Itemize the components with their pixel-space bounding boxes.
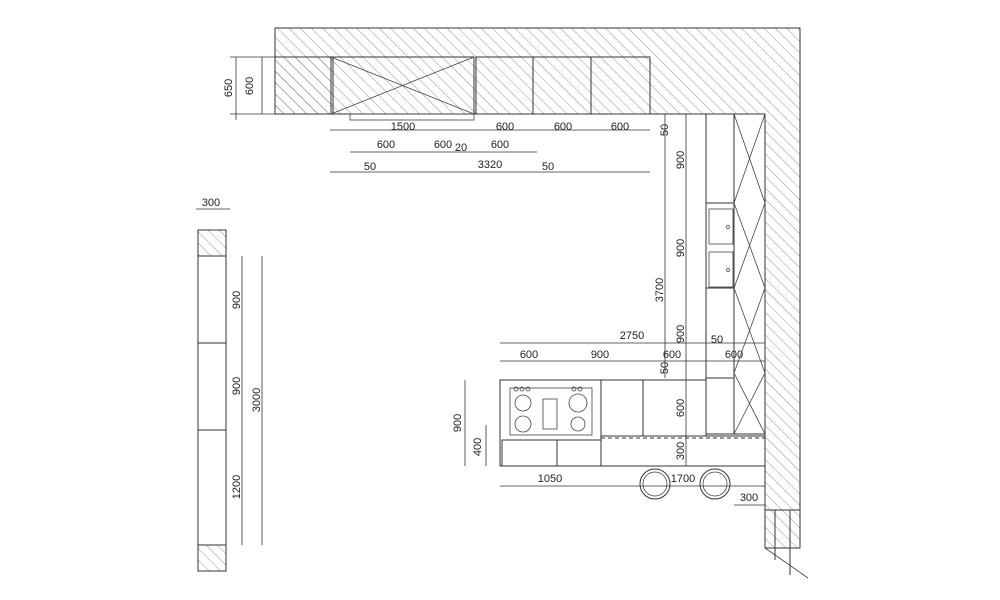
sink-drain-1 <box>726 225 730 229</box>
dim-3320: 3320 <box>478 159 502 171</box>
dim-isl-h-900: 900 <box>452 414 464 432</box>
dim-side-3000: 3000 <box>251 388 263 412</box>
dim-isl-900: 900 <box>591 349 609 361</box>
right-base-cabinets <box>705 113 735 435</box>
dim-row2-600-b: 600 <box>434 139 452 151</box>
dim-isl-1050: 1050 <box>538 473 562 485</box>
right-col-x3b <box>733 287 766 374</box>
dim-r-600: 600 <box>675 399 687 417</box>
bar-stool-2 <box>699 468 731 500</box>
dim-side-900-b: 900 <box>231 377 243 395</box>
dim-row2-600-c: 600 <box>491 139 509 151</box>
dim-1500: 1500 <box>391 121 415 133</box>
sink-bowl-1 <box>708 208 734 245</box>
knob-2 <box>519 386 525 392</box>
door-swing <box>764 547 809 579</box>
knob-1 <box>513 386 519 392</box>
dim-r-900-c: 900 <box>675 325 687 343</box>
dim-r-300: 300 <box>675 442 687 460</box>
dim-right-50: 50 <box>542 161 554 173</box>
bar-stool-2-inner <box>702 471 728 497</box>
top-tall-cabinet-cross-2 <box>330 56 475 115</box>
dim-isl-50: 50 <box>711 334 723 346</box>
dim-isl-1700: 1700 <box>671 473 695 485</box>
island-drawer-1 <box>501 439 558 467</box>
top-cabinet-3 <box>590 56 651 115</box>
dim-r-900-b: 900 <box>675 239 687 257</box>
dim-top-50: 50 <box>659 124 671 136</box>
dim-row2-600-a: 600 <box>377 139 395 151</box>
right-col-x1b <box>733 113 766 204</box>
knob-4 <box>571 386 577 392</box>
sink-drain-2 <box>726 268 730 272</box>
island-counter <box>600 379 707 437</box>
dim-isl-2750: 2750 <box>620 330 644 342</box>
dim-top-600-c: 600 <box>611 121 629 133</box>
dim-bottom-300: 300 <box>740 492 758 504</box>
right-tall-column <box>733 113 766 435</box>
dim-isl-600-c: 600 <box>725 349 743 361</box>
island-bar <box>600 435 766 467</box>
burner-center <box>542 398 558 430</box>
island-drawer-2 <box>556 439 602 467</box>
burner-4 <box>570 416 586 432</box>
wall-top-left-stub <box>274 56 334 115</box>
dim-isl-h-400: 400 <box>472 438 484 456</box>
knob-3 <box>525 386 531 392</box>
dim-side-1200: 1200 <box>231 475 243 499</box>
dim-side-900-a: 900 <box>231 291 243 309</box>
wall-left-cap-top <box>197 229 227 257</box>
dim-r-3700: 3700 <box>654 278 666 302</box>
wall-left-cap-bottom <box>197 544 227 572</box>
bar-stool-1-inner <box>642 471 668 497</box>
wall-left-body <box>197 255 227 546</box>
dim-r-900-a: 900 <box>675 151 687 169</box>
sink-bowl-2 <box>708 251 734 288</box>
cooktop <box>509 387 593 436</box>
burner-2 <box>514 415 532 433</box>
dim-side-300: 300 <box>202 197 220 209</box>
dim-r-50: 50 <box>659 362 671 374</box>
knob-5 <box>577 386 583 392</box>
bar-stool-1 <box>639 468 671 500</box>
top-cabinet-underlay <box>349 113 475 121</box>
dim-isl-600-b: 600 <box>663 349 681 361</box>
right-col-x2b <box>733 202 766 289</box>
dim-top-600-b: 600 <box>554 121 572 133</box>
dim-isl-600-a: 600 <box>520 349 538 361</box>
dim-top-600-a: 600 <box>496 121 514 133</box>
dim-row2-20: 20 <box>455 142 467 154</box>
dim-650: 650 <box>223 79 235 97</box>
dim-600-left: 600 <box>244 77 256 95</box>
right-col-x4b <box>733 372 766 435</box>
dimension-lines <box>196 56 765 545</box>
burner-3 <box>568 393 588 413</box>
dim-left-50: 50 <box>364 161 376 173</box>
burner-1 <box>514 394 532 412</box>
